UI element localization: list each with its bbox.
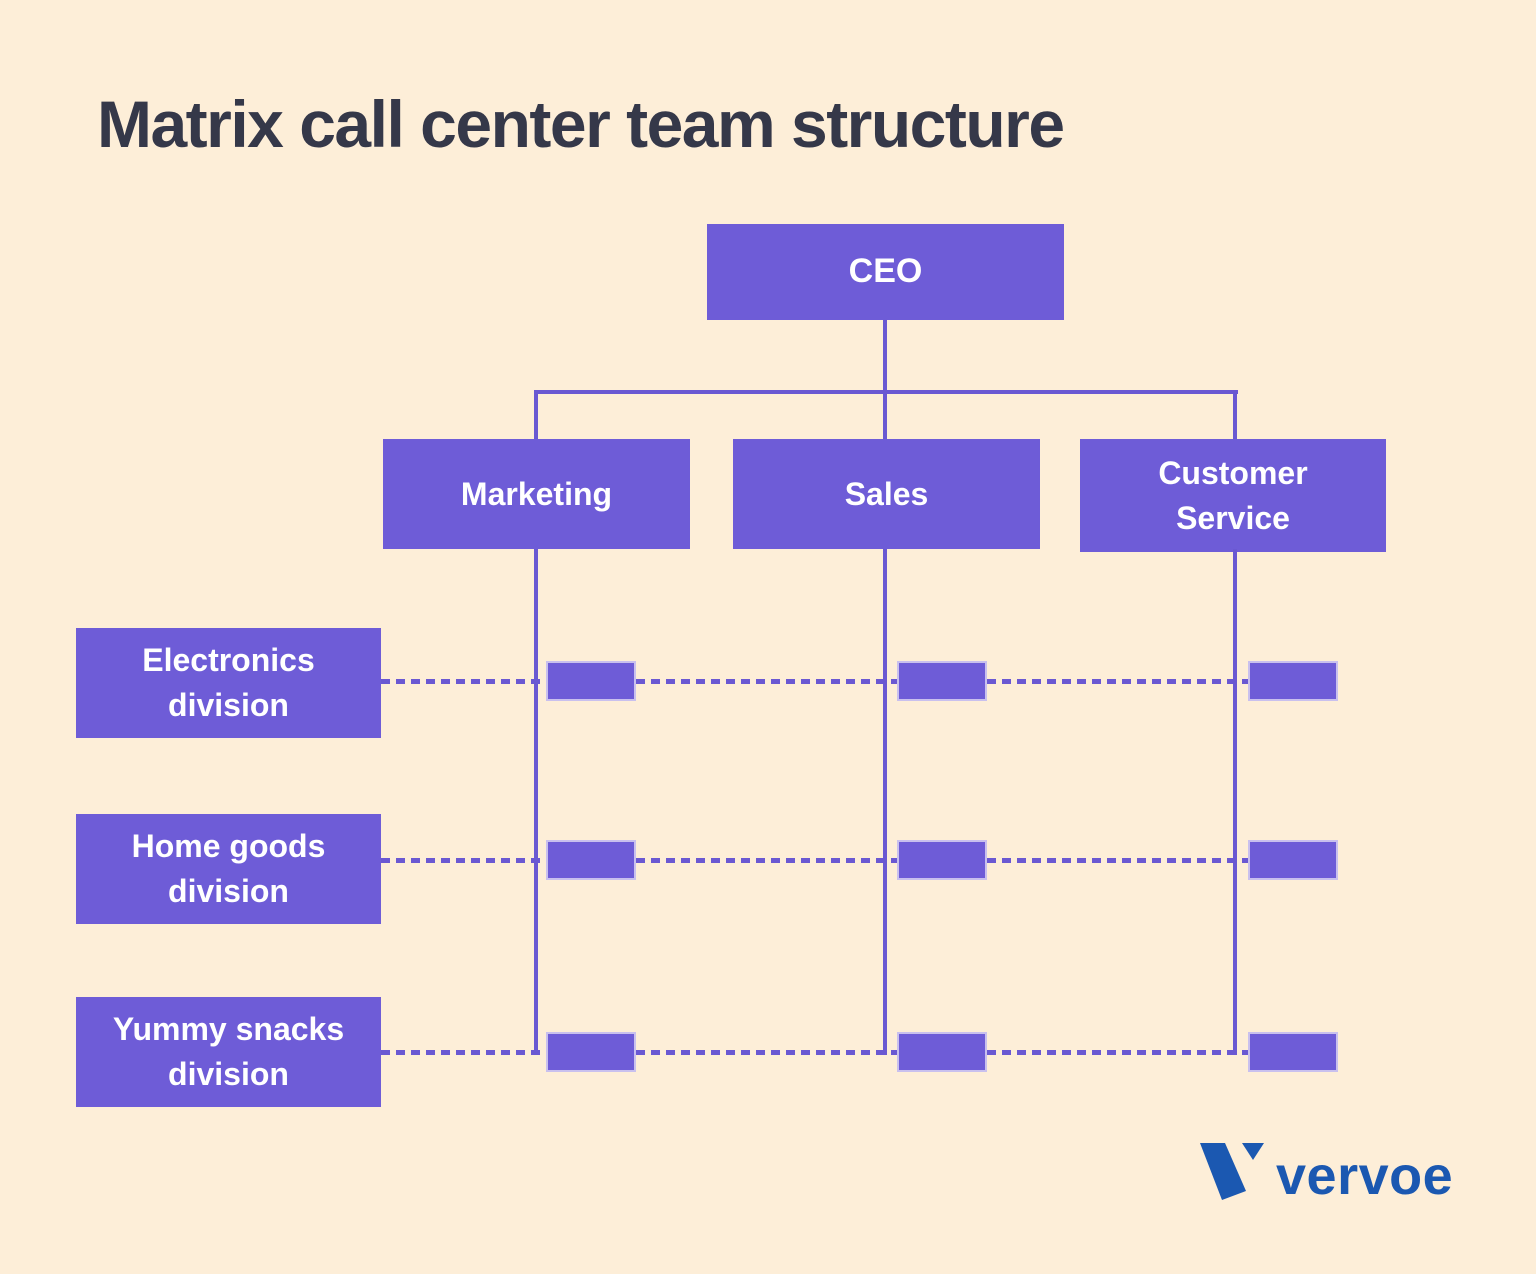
matrix-node-yummy-snacks-sales bbox=[897, 1032, 987, 1072]
connector-stub-marketing bbox=[534, 390, 538, 439]
dash-yummy-snacks-c bbox=[987, 1050, 1248, 1055]
dash-electronics-a bbox=[381, 679, 546, 684]
dash-electronics-b bbox=[636, 679, 897, 684]
connector-ceo-drop bbox=[883, 320, 887, 392]
org-node-customer-service: Customer Service bbox=[1080, 439, 1386, 552]
dash-home-goods-b bbox=[636, 858, 897, 863]
org-node-sales: Sales bbox=[733, 439, 1040, 549]
home-goods-division-label: Home goods division bbox=[131, 828, 326, 909]
column-line-sales bbox=[883, 549, 887, 1055]
sales-label: Sales bbox=[844, 475, 929, 512]
org-node-ceo: CEO bbox=[707, 224, 1064, 320]
dash-home-goods-a bbox=[381, 858, 546, 863]
matrix-node-electronics-marketing bbox=[546, 661, 636, 701]
dash-home-goods-c bbox=[987, 858, 1248, 863]
division-node-home-goods: Home goods division bbox=[76, 814, 381, 924]
vervoe-wordmark: vervoe bbox=[1276, 1146, 1454, 1206]
org-node-marketing: Marketing bbox=[383, 439, 690, 549]
column-line-customer-service bbox=[1233, 549, 1237, 1055]
dash-electronics-c bbox=[987, 679, 1248, 684]
customer-service-label: Customer Service bbox=[1158, 454, 1308, 536]
yummy-snacks-division-label: Yummy snacks division bbox=[112, 1011, 345, 1092]
column-line-marketing bbox=[534, 549, 538, 1055]
matrix-node-home-goods-customer-service bbox=[1248, 840, 1338, 880]
division-node-yummy-snacks: Yummy snacks division bbox=[76, 997, 381, 1107]
matrix-node-electronics-sales bbox=[897, 661, 987, 701]
connector-stub-sales bbox=[883, 390, 887, 439]
division-node-electronics: Electronics division bbox=[76, 628, 381, 738]
page-title: Matrix call center team structure bbox=[97, 87, 1065, 161]
connector-stub-customer-service bbox=[1233, 390, 1237, 439]
ceo-label: CEO bbox=[848, 252, 923, 291]
matrix-node-yummy-snacks-marketing bbox=[546, 1032, 636, 1072]
dash-yummy-snacks-a bbox=[381, 1050, 546, 1055]
vervoe-v-icon bbox=[1200, 1143, 1264, 1200]
matrix-node-home-goods-marketing bbox=[546, 840, 636, 880]
matrix-node-yummy-snacks-customer-service bbox=[1248, 1032, 1338, 1072]
electronics-division-label: Electronics division bbox=[142, 642, 315, 723]
matrix-node-home-goods-sales bbox=[897, 840, 987, 880]
marketing-label: Marketing bbox=[460, 475, 613, 512]
matrix-node-electronics-customer-service bbox=[1248, 661, 1338, 701]
dash-yummy-snacks-b bbox=[636, 1050, 897, 1055]
vervoe-logo: vervoe bbox=[1200, 1143, 1453, 1203]
